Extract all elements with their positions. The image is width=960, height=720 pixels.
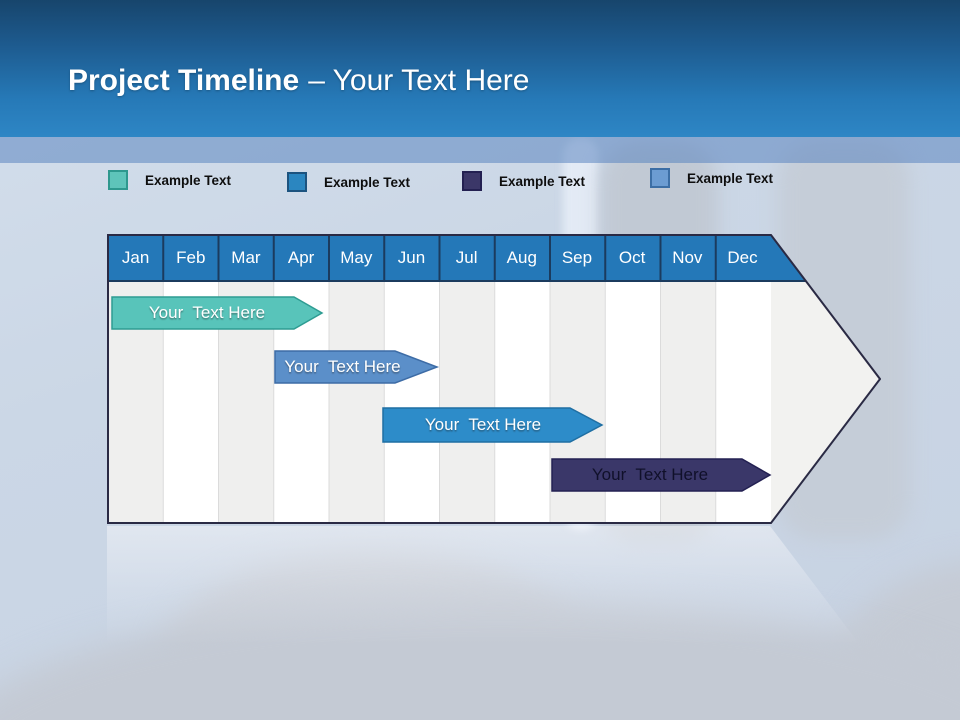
month-cell: Dec (727, 248, 758, 267)
gantt-bar-label-3[interactable]: Your Text Here (424, 415, 542, 434)
timeline-reflection (107, 526, 879, 666)
gantt-bar-1[interactable] (111, 296, 324, 330)
timeline-outline (107, 234, 881, 524)
month-cell: May (340, 248, 373, 267)
gantt-bar-2[interactable] (274, 350, 440, 384)
month-cell: Feb (176, 248, 206, 267)
month-cell: Apr (287, 248, 315, 267)
arrow-tip (771, 235, 880, 523)
page-title-placeholder: – Your Text Here (308, 64, 530, 97)
gantt-bar-label-2[interactable]: Your Text Here (284, 357, 401, 376)
month-header-band (108, 235, 806, 281)
month-cell: Mar (231, 248, 261, 267)
legend-label[interactable]: Example Text (324, 174, 411, 190)
legend-item-teal[interactable]: Example Text (108, 170, 231, 190)
legend-swatch-teal[interactable] (108, 170, 128, 190)
month-cell: Aug (506, 248, 537, 267)
gantt-bar-4[interactable] (551, 458, 772, 492)
page-title-main: Project Timeline (68, 64, 300, 97)
gantt-bar-3[interactable] (382, 407, 604, 443)
month-cell: Jul (455, 248, 478, 267)
legend-item-navy[interactable]: Example Text (462, 171, 585, 191)
page-title[interactable]: Project Timeline– Your Text Here (68, 62, 529, 100)
legend-item-cornflower[interactable]: Example Text (650, 168, 773, 188)
month-cell: Jan (121, 248, 150, 267)
month-header-separators (108, 235, 806, 282)
gantt-bar-label-4[interactable]: Your Text Here (591, 465, 709, 484)
legend-label[interactable]: Example Text (499, 173, 586, 189)
month-cell: Nov (672, 248, 703, 267)
month-cell: Jun (397, 248, 426, 267)
legend-label[interactable]: Example Text (145, 172, 232, 188)
header-sub-band (0, 137, 960, 163)
legend-label[interactable]: Example Text (687, 170, 774, 186)
gantt-bar-label-1[interactable]: Your Text Here (148, 303, 266, 322)
legend-swatch-cornflower[interactable] (650, 168, 670, 188)
legend-swatch-blue[interactable] (287, 172, 307, 192)
timeline-arrow-figure (107, 234, 881, 524)
legend-item-blue[interactable]: Example Text (287, 172, 410, 192)
month-cell: Sep (561, 248, 593, 267)
month-cell: Oct (618, 248, 646, 267)
header-bar: Project Timeline– Your Text Here (0, 0, 960, 137)
months-row: Jan Feb Mar Apr May Jun Jul Aug Sep Oct … (108, 236, 770, 280)
legend-swatch-navy[interactable] (462, 171, 482, 191)
